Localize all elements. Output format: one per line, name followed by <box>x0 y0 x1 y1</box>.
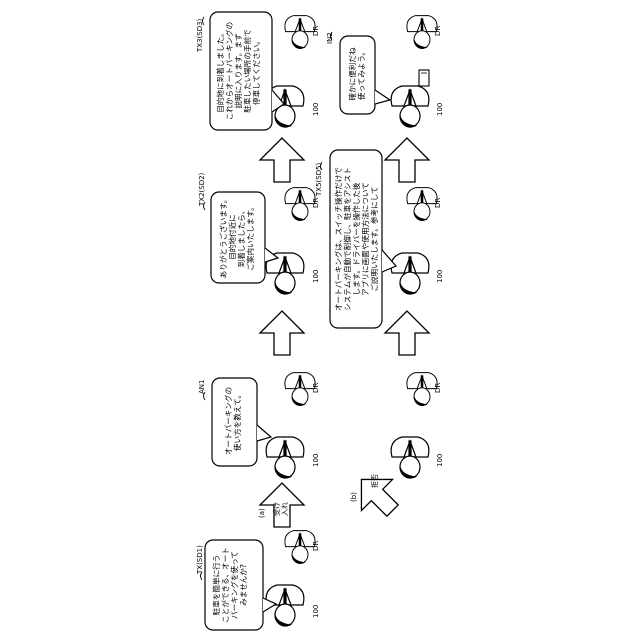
ref-in2: IN2 <box>326 32 334 44</box>
bubble-sd1-text: 駐車を簡単に行う ことができる、オート パーキングを使って みませんか? <box>212 542 248 628</box>
arrow-a3 <box>260 138 304 182</box>
ref-sd2: TX2(SD2) <box>198 173 206 206</box>
ref-an1: AN1 <box>198 380 206 394</box>
driver-figure-a4 <box>285 16 315 49</box>
panel-label-a: (a) <box>258 508 266 518</box>
driver-label: DR <box>434 26 442 36</box>
driver-label: DR <box>434 198 442 208</box>
bubble-sd5-text: オートパーキングは、スイッチ操作だけで システムが自動で制御し、駐車をアシスト … <box>334 153 379 325</box>
driver-figure-a2 <box>285 373 315 406</box>
robot-label: 100 <box>436 454 444 467</box>
reject-label: 拒否 <box>370 474 380 488</box>
bubble-sd2-text: ありがとうございます。 目的地付近に 到着しましたら、 ご案内いたします。 <box>219 194 255 280</box>
panel-label-b: (b) <box>350 492 358 502</box>
bubble-sd3-text: 目的地に到着しました。 これからオートパーキングの 説明に入ります。まず 駐車し… <box>216 15 261 127</box>
ref-sd5: TX5(SD5) <box>315 163 323 196</box>
driver-figure-a1 <box>285 531 315 564</box>
robot-figure-b1 <box>391 437 429 478</box>
ref-sd1: TX(SD1) <box>196 545 204 574</box>
robot-label: 100 <box>312 605 320 618</box>
driver-figure-a3 <box>285 188 315 221</box>
driver-label: DR <box>312 383 320 393</box>
driver-label: DR <box>434 383 442 393</box>
robot-figure-b3 <box>391 86 429 127</box>
arrow-a2 <box>260 311 304 355</box>
robot-figure-a2 <box>266 437 304 478</box>
arrow-b3 <box>385 138 429 182</box>
robot-label: 100 <box>312 270 320 283</box>
driver-label: DR <box>312 541 320 551</box>
driver-label: DR <box>312 198 320 208</box>
driver-figure-b2 <box>407 188 437 221</box>
robot-figure-b2 <box>391 253 429 294</box>
robot-label: 100 <box>312 103 320 116</box>
robot-label: 100 <box>436 270 444 283</box>
bubble-in2-text: 確かに便利だね 使ってみよう。 <box>348 38 366 110</box>
driver-figure-b1 <box>407 373 437 406</box>
driver-label: DR <box>312 26 320 36</box>
accept-label: 受け 入れ <box>273 502 289 516</box>
driver-figure-b3 <box>407 16 437 49</box>
arrow-b2 <box>385 311 429 355</box>
bubble-an1-text: オートパーキングの 使い方を教えて。 <box>224 380 242 462</box>
ref-sd3: TX3(SD3) <box>196 19 204 52</box>
robot-label: 100 <box>436 103 444 116</box>
robot-label: 100 <box>312 454 320 467</box>
smartphone-icon <box>419 70 429 86</box>
